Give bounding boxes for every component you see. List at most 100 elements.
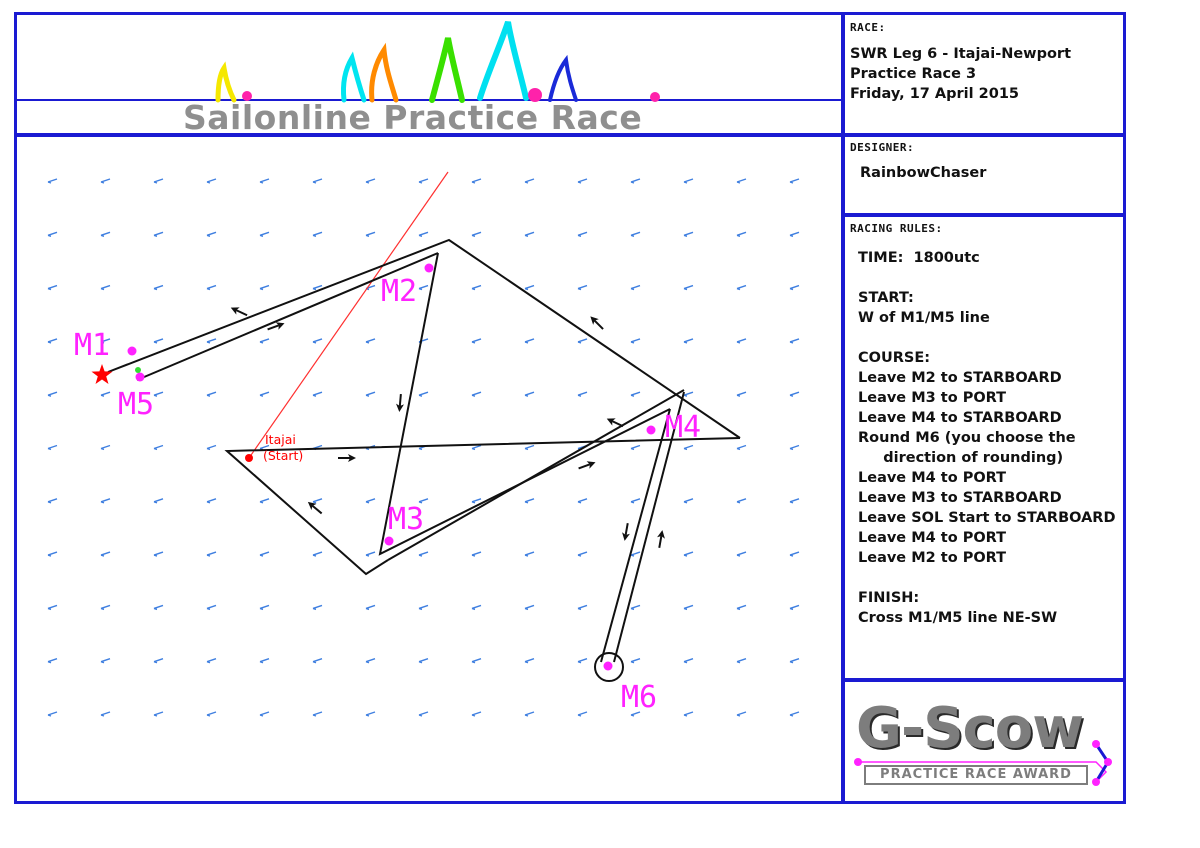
wind-arrow bbox=[100, 658, 111, 664]
wind-arrow bbox=[577, 231, 588, 237]
wind-arrow bbox=[153, 178, 164, 184]
m6-rounding-circle bbox=[594, 652, 624, 682]
wind-arrow bbox=[312, 178, 323, 184]
banner-dot-2 bbox=[528, 88, 542, 102]
wind-arrow bbox=[153, 444, 164, 451]
wind-arrow bbox=[630, 178, 641, 184]
wind-arrow bbox=[206, 711, 217, 717]
direction-arrow bbox=[622, 522, 630, 541]
wind-arrow bbox=[736, 338, 747, 344]
sail-blue bbox=[548, 54, 578, 102]
wind-arrow bbox=[418, 178, 429, 184]
wind-arrow bbox=[153, 498, 164, 504]
wind-arrow bbox=[577, 284, 588, 291]
leg-m3-m4 bbox=[387, 389, 685, 561]
wind-arrow bbox=[47, 444, 58, 451]
rules-line: Leave M4 to PORT bbox=[858, 530, 1007, 546]
wind-arrow bbox=[312, 391, 323, 397]
race-line-3: Friday, 17 April 2015 bbox=[850, 86, 1020, 102]
wind-arrow bbox=[312, 711, 323, 717]
race-line-1: SWR Leg 6 - Itajai-Newport bbox=[850, 46, 1071, 62]
mark-m5-green bbox=[135, 367, 141, 373]
rules-line bbox=[858, 568, 1116, 588]
rules-line: Leave M2 to STARBOARD bbox=[858, 370, 1062, 386]
wind-arrow bbox=[365, 604, 376, 611]
direction-arrow bbox=[338, 454, 356, 462]
race-line-2: Practice Race 3 bbox=[850, 66, 977, 82]
wind-arrow bbox=[47, 711, 58, 717]
designer-name: RainbowChaser bbox=[860, 165, 987, 181]
wind-arrow bbox=[206, 604, 217, 611]
rules-line: Leave M3 to STARBOARD bbox=[858, 490, 1062, 506]
wind-arrow bbox=[153, 551, 164, 557]
wind-arrow bbox=[312, 284, 323, 291]
wind-arrow bbox=[259, 178, 270, 184]
award-decoration bbox=[854, 740, 1112, 786]
wind-arrow bbox=[47, 604, 58, 611]
wind-arrow bbox=[471, 178, 482, 184]
wind-arrow bbox=[789, 391, 800, 397]
label-start-name: Itajai bbox=[265, 432, 296, 447]
wind-arrow bbox=[736, 284, 747, 291]
leg-m5-m2 bbox=[136, 252, 439, 381]
wind-arrow bbox=[577, 391, 588, 397]
mark-m5 bbox=[135, 372, 145, 382]
wind-arrow bbox=[630, 711, 641, 717]
rules-panel-divider bbox=[841, 678, 1125, 682]
rules-line: direction of rounding) bbox=[858, 450, 1064, 466]
wind-arrow bbox=[312, 604, 323, 611]
wind-arrow bbox=[789, 711, 800, 717]
wind-arrow bbox=[206, 178, 217, 184]
wind-arrow bbox=[736, 711, 747, 717]
rules-line: Round M6 (you choose the bbox=[858, 430, 1076, 446]
wind-arrow bbox=[418, 604, 429, 611]
wind-arrow bbox=[312, 658, 323, 664]
wind-arrow bbox=[153, 391, 164, 397]
award-subtitle: PRACTICE RACE AWARD bbox=[864, 765, 1088, 785]
wind-arrow bbox=[365, 391, 376, 397]
wind-arrow bbox=[789, 444, 800, 451]
start-star-icon bbox=[91, 364, 113, 384]
race-details: SWR Leg 6 - Itajai-Newport Practice Race… bbox=[850, 44, 1071, 104]
rules-line: Leave M3 to PORT bbox=[858, 390, 1007, 406]
wind-arrow bbox=[630, 338, 641, 344]
wind-arrow bbox=[312, 551, 323, 557]
wind-arrow bbox=[577, 551, 588, 557]
wind-arrow bbox=[418, 551, 429, 557]
wind-arrow bbox=[418, 284, 429, 291]
direction-arrow bbox=[267, 322, 285, 331]
sail-green bbox=[429, 37, 465, 103]
rules-line: W of M1/M5 line bbox=[858, 310, 990, 326]
banner-waterline bbox=[14, 99, 842, 101]
wind-arrow bbox=[577, 498, 588, 504]
wind-arrow bbox=[259, 604, 270, 611]
wind-arrow bbox=[471, 604, 482, 611]
wind-arrow bbox=[153, 604, 164, 611]
wind-arrow bbox=[683, 498, 694, 504]
rules-line: Leave M4 to PORT bbox=[858, 470, 1007, 486]
vertical-divider bbox=[841, 12, 845, 804]
sail-cyan-big bbox=[477, 21, 529, 101]
wind-arrow bbox=[47, 231, 58, 237]
wind-arrow bbox=[418, 658, 429, 664]
rules-line bbox=[858, 328, 1116, 348]
start-dot bbox=[245, 454, 253, 462]
wind-arrow bbox=[471, 658, 482, 664]
wind-arrow bbox=[630, 391, 641, 397]
wind-arrow bbox=[577, 658, 588, 664]
wind-arrow bbox=[683, 551, 694, 557]
wind-arrow bbox=[312, 498, 323, 504]
wind-arrow bbox=[259, 338, 270, 344]
mark-m6 bbox=[603, 661, 613, 671]
wind-arrow bbox=[312, 231, 323, 237]
direction-arrow bbox=[396, 393, 404, 412]
wind-arrow bbox=[524, 391, 535, 397]
wind-arrow bbox=[524, 284, 535, 291]
wind-arrow bbox=[577, 178, 588, 184]
label-m4: M4 bbox=[665, 410, 701, 445]
rules-list: TIME: 1800utc START:W of M1/M5 line COUR… bbox=[858, 248, 1116, 628]
label-start-sub: (Start) bbox=[263, 448, 303, 463]
leg-m4-m6 bbox=[600, 408, 671, 663]
wind-arrow bbox=[153, 231, 164, 237]
sail-orange bbox=[369, 42, 399, 103]
